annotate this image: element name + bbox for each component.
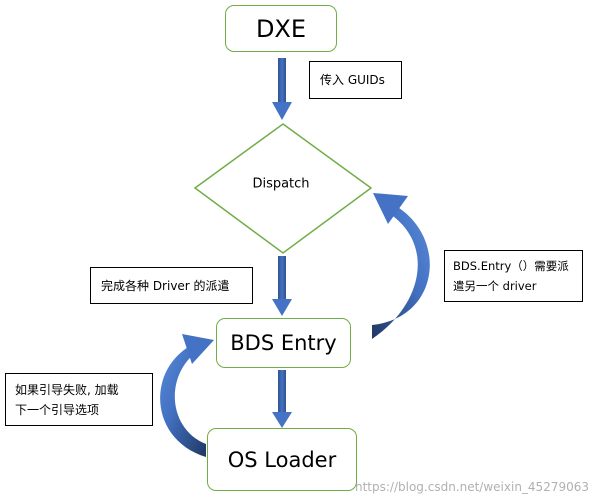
node-dxe: DXE bbox=[225, 5, 337, 52]
node-os-loader-label: OS Loader bbox=[227, 447, 337, 472]
note-finish-drivers-text: 完成各种 Driver 的派遣 bbox=[101, 278, 230, 293]
node-bds-entry: BDS Entry bbox=[216, 318, 351, 368]
curved-arrow-bds-to-dispatch bbox=[372, 193, 430, 339]
note-boot-fail-line1: 如果引导失败, 加载 bbox=[15, 382, 119, 397]
node-dispatch-label: Dispatch bbox=[252, 176, 310, 192]
node-dxe-label: DXE bbox=[255, 14, 307, 43]
arrow-dxe-to-dispatch bbox=[272, 58, 292, 120]
note-bds-dispatch: BDS.Entry（）需要派 遣另一个 driver bbox=[444, 250, 583, 302]
note-boot-fail-line2: 下一个引导选项 bbox=[15, 402, 100, 417]
arrow-dispatch-to-bds bbox=[272, 256, 292, 316]
note-pass-guids: 传入 GUIDs bbox=[309, 61, 402, 99]
curved-arrow-osloader-to-bds bbox=[160, 334, 214, 457]
node-bds-entry-label: BDS Entry bbox=[230, 331, 337, 355]
node-os-loader: OS Loader bbox=[207, 428, 357, 491]
note-boot-fail: 如果引导失败, 加载 下一个引导选项 bbox=[5, 373, 153, 426]
note-pass-guids-text: 传入 GUIDs bbox=[320, 73, 385, 87]
note-bds-dispatch-line1: BDS.Entry（）需要派 bbox=[453, 259, 569, 273]
note-bds-dispatch-line2: 遣另一个 driver bbox=[453, 279, 537, 293]
dispatch-diamond bbox=[193, 123, 373, 254]
arrow-bds-to-osloader bbox=[272, 370, 292, 428]
watermark: https://blog.csdn.net/weixin_45279063 bbox=[354, 480, 589, 494]
note-finish-drivers: 完成各种 Driver 的派遣 bbox=[90, 267, 253, 304]
